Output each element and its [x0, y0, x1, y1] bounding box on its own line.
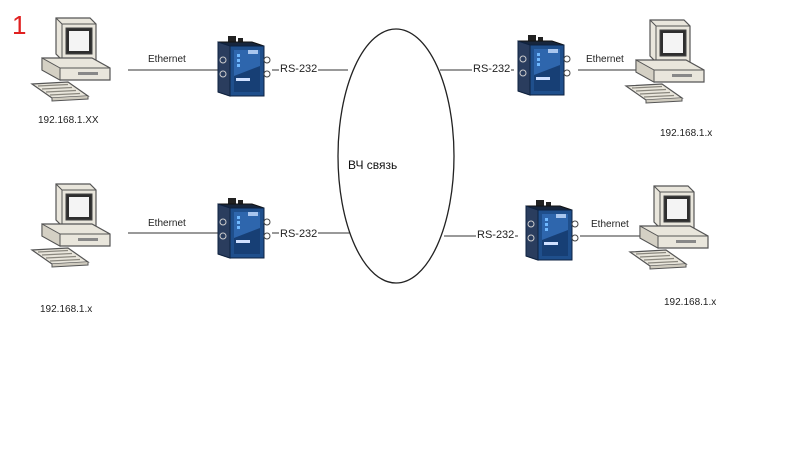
computer-icon-bottom-right: [630, 186, 708, 269]
rf-link-label: ВЧ связь: [348, 158, 397, 172]
ip-label-top-right: 192.168.1.x: [660, 128, 712, 139]
rs232-label-4: RS-232: [476, 229, 515, 241]
rf-link-ellipse: [338, 29, 454, 283]
serial-device-server-icon-4: [526, 200, 578, 260]
serial-device-server-icon-2: [218, 198, 270, 258]
serial-device-server-icon-3: [518, 35, 570, 95]
rs232-label-1: RS-232: [279, 63, 318, 75]
ethernet-label-3: Ethernet: [586, 54, 624, 65]
ip-label-top-left: 192.168.1.XX: [38, 115, 99, 126]
computer-icon-bottom-left: [32, 184, 110, 267]
rs232-label-3: RS-232: [472, 63, 511, 75]
computer-icon-top-left: [32, 18, 110, 101]
computer-icon-top-right: [626, 20, 704, 103]
ethernet-label-4: Ethernet: [591, 219, 629, 230]
figure-number: 1: [12, 10, 26, 41]
rs232-label-2: RS-232: [279, 228, 318, 240]
ethernet-label-2: Ethernet: [148, 218, 186, 229]
ip-label-bottom-left: 192.168.1.x: [40, 304, 92, 315]
ip-label-bottom-right: 192.168.1.x: [664, 297, 716, 308]
serial-device-server-icon-1: [218, 36, 270, 96]
ethernet-label-1: Ethernet: [148, 54, 186, 65]
